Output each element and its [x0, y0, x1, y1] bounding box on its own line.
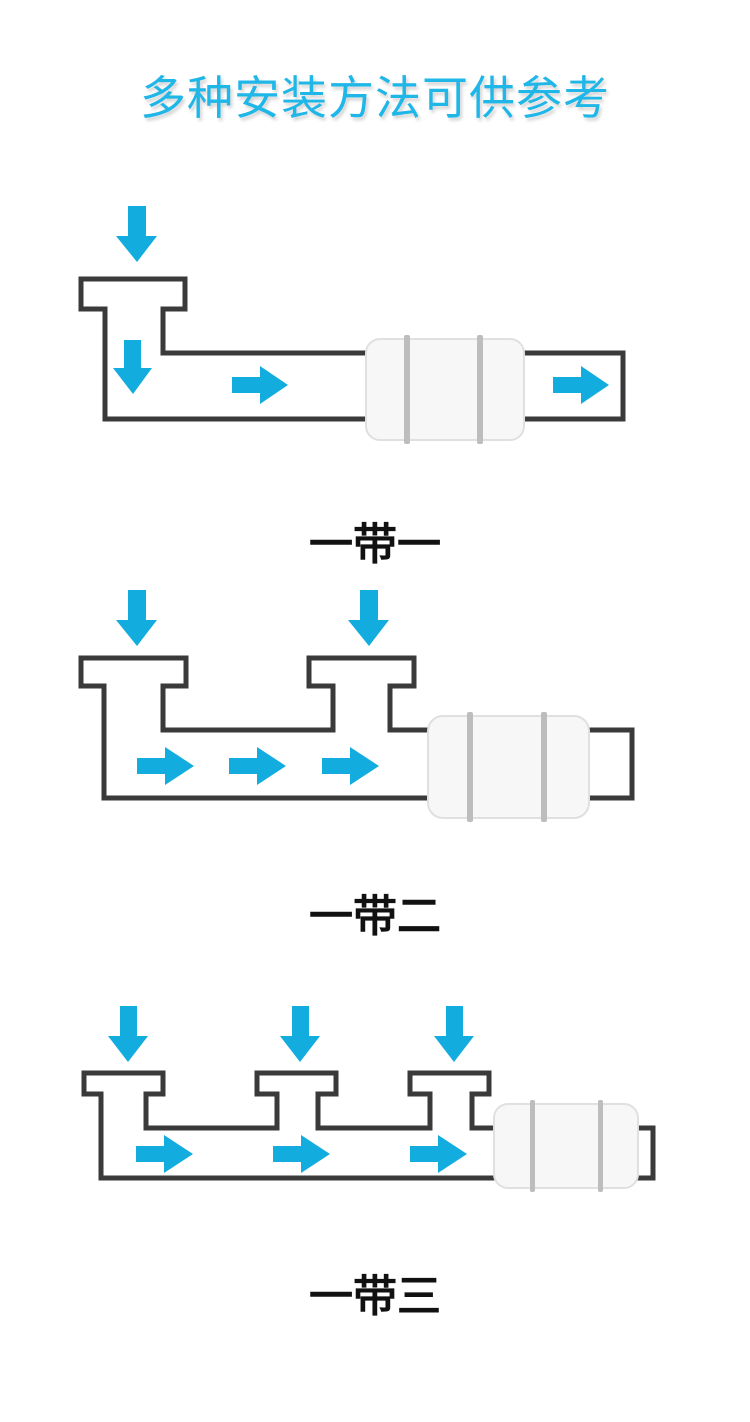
page-title: 多种安装方法可供参考 — [140, 71, 610, 125]
down-arrow-icon — [113, 340, 152, 394]
down-arrow-icon — [434, 1006, 474, 1062]
right-arrow-icon — [553, 366, 609, 404]
down-arrow-icon — [348, 590, 389, 646]
duct-outline — [81, 1070, 500, 1181]
diagram-two-inlets — [0, 585, 750, 835]
down-arrow-icon — [280, 1006, 320, 1062]
diagram-one-inlet — [0, 190, 750, 460]
diagram-label-1: 一带一 — [309, 519, 441, 570]
right-arrow-icon — [322, 747, 379, 785]
diagram-label-3: 一带三 — [309, 1271, 441, 1322]
down-arrow-icon — [108, 1006, 148, 1062]
inline-fan — [365, 335, 525, 444]
diagram-three-inlets — [0, 1000, 750, 1200]
duct-diagram-1 — [78, 206, 626, 444]
right-arrow-icon — [229, 747, 286, 785]
duct-outline — [78, 655, 435, 801]
right-arrow-icon — [273, 1135, 330, 1173]
right-arrow-icon — [410, 1135, 467, 1173]
duct-diagram-2 — [78, 590, 635, 822]
inline-fan — [427, 712, 590, 822]
diagram-label-2: 一带二 — [309, 891, 441, 942]
down-arrow-icon — [116, 206, 157, 262]
duct-diagram-3 — [81, 1006, 656, 1192]
right-arrow-icon — [137, 747, 194, 785]
outlet-duct — [585, 727, 635, 801]
right-arrow-icon — [232, 366, 288, 404]
right-arrow-icon — [136, 1135, 193, 1173]
inline-fan — [493, 1100, 639, 1192]
down-arrow-icon — [116, 590, 157, 646]
